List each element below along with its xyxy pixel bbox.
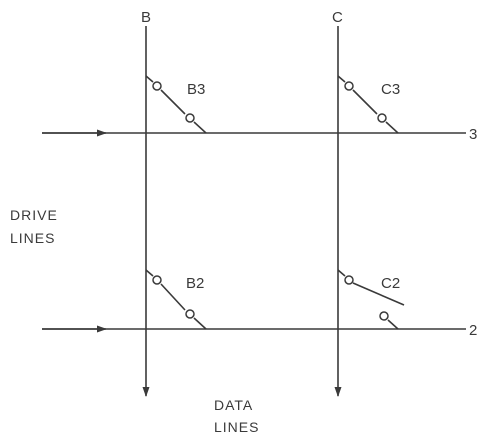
switch-c2-contact-lower (379, 311, 389, 321)
switch-c3-blade (352, 89, 378, 115)
switch-c2-contact-upper (344, 275, 354, 285)
switch-c3-contact-upper (344, 81, 354, 91)
switch-c3-arm-upper (337, 75, 346, 83)
drive-lines-label-line2: LINES (10, 230, 55, 246)
switch-c2-arm-upper (337, 269, 346, 277)
switch-c3-contact-lower (377, 113, 387, 123)
switch-b3-contact-upper (152, 81, 162, 91)
switch-b2-blade (160, 283, 186, 311)
switch-c3-label: C3 (381, 81, 400, 98)
row-label-2: 2 (469, 322, 477, 339)
switch-b3-label: B3 (187, 81, 205, 98)
switch-b3: B3 (145, 75, 207, 134)
column-label-b: B (141, 9, 151, 26)
switch-b2-contact-lower (185, 309, 195, 319)
data-lines-label-line1: DATA (214, 397, 253, 413)
switch-b2: B2 (145, 269, 207, 330)
switch-b3-arm-upper (145, 75, 154, 83)
switch-c2-label: C2 (381, 275, 400, 292)
switch-b2-label: B2 (186, 275, 204, 292)
switch-b2-arm-upper (145, 269, 154, 277)
switch-c3: C3 (337, 75, 400, 134)
column-label-c: C (332, 9, 343, 26)
switch-c2: C2 (337, 269, 405, 330)
switch-b3-arm-lower (193, 121, 207, 134)
switch-c2-blade-open (352, 282, 405, 306)
switch-b2-contact-upper (152, 275, 162, 285)
switch-c3-arm-lower (385, 121, 399, 134)
switch-c2-arm-lower (387, 319, 399, 330)
switch-b3-contact-lower (185, 113, 195, 123)
switch-b3-blade (160, 89, 186, 115)
switch-b2-arm-lower (193, 317, 207, 330)
drive-lines-label-line1: DRIVE (10, 207, 58, 223)
data-lines-label-line2: LINES (214, 419, 259, 435)
row-label-3: 3 (469, 126, 477, 143)
